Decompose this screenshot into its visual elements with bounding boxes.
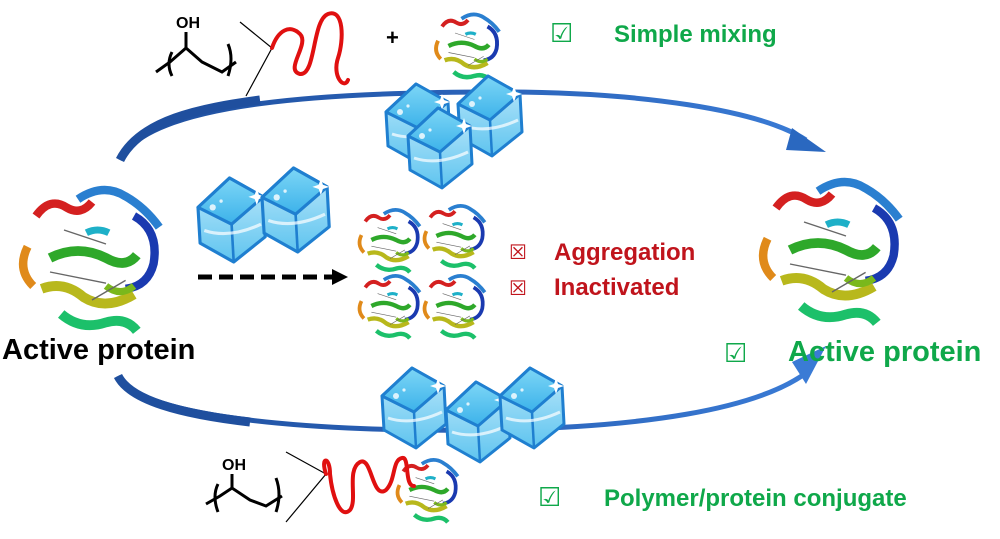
bottom-arrowhead [792,346,826,384]
right-active-protein-label: Active protein [788,336,982,368]
top-small-protein [434,8,502,83]
aggregation-cross-icon: ☒ [509,242,527,264]
right-active-protein-check-icon: ☑ [724,338,748,368]
inactivated-label: Inactivated [554,274,680,301]
left-active-protein-label: Active protein [2,334,196,366]
polymer-chain-bottom [322,456,416,515]
plus-sign: + [386,25,399,50]
pva-structure-top: OH [155,11,350,97]
ice-crystals-bottom [380,366,566,464]
left-protein-structure [19,177,165,339]
conjugate-check-icon: ☑ [538,482,562,512]
middle-arrowhead [332,269,348,285]
oh-label-top: OH [176,15,200,32]
right-protein-structure [759,169,905,331]
aggregation-label: Aggregation [554,239,696,266]
top-arrowhead [786,128,826,152]
conjugate-label: Polymer/protein conjugate [604,485,907,512]
inactivated-cross-icon: ☒ [509,278,527,300]
polymer-chain-top [270,11,350,86]
oh-label-bottom: OH [222,457,246,474]
ice-crystals-middle [196,166,331,264]
pva-structure-bottom: OH [205,451,416,523]
simple-mixing-check-icon: ☑ [550,18,574,48]
aggregated-proteins [358,200,487,342]
simple-mixing-label: Simple mixing [614,21,777,48]
